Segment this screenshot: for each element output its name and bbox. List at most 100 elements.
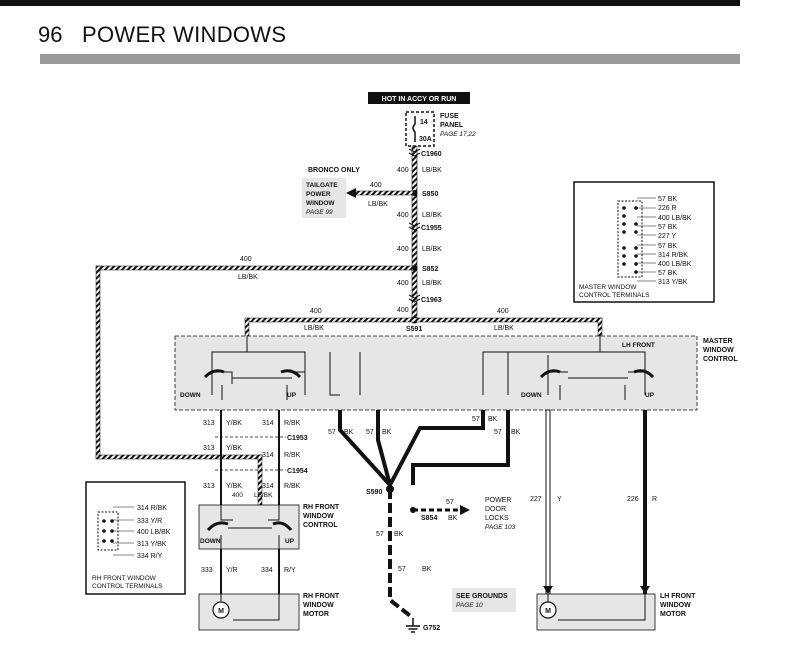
rh-control-switch <box>220 505 280 549</box>
ground-g752-label: G752 <box>423 625 440 632</box>
fuse-panel-label1: FUSE <box>440 113 459 120</box>
rh-motor-l2: WINDOW <box>303 602 334 609</box>
rh-terminal-pin-2: 400 LB/BK <box>137 529 171 536</box>
master-terminal-pin-9: 313 Y/BK <box>658 279 688 286</box>
wire-313-circuit-1: 313 <box>203 420 215 427</box>
rh-feed-color: LB/BK <box>238 274 258 281</box>
rh-feed-drop-circuit: 400 <box>232 492 243 499</box>
feed-circuit-3: 400 <box>397 246 409 253</box>
tailgate-arrow <box>346 188 356 198</box>
feed-color-3: LB/BK <box>422 246 442 253</box>
rh-terminal-pin-1: 333 Y/R <box>137 518 162 525</box>
see-grounds-box <box>452 588 516 612</box>
wire-314-color-1: R/BK <box>284 420 301 427</box>
rh-terminals-caption1: RH FRONT WINDOW <box>92 575 157 582</box>
gnd-circuit-1: 57 <box>328 429 336 436</box>
rh-motor-symbol <box>212 601 230 619</box>
rh-feed-wire-vertical <box>95 265 101 459</box>
rh-terminal-pin-4: 334 R/Y <box>137 553 163 560</box>
wire-314-circuit-3: 314 <box>262 483 274 490</box>
page-number: 96 <box>38 22 63 47</box>
master-terminal-pin-1: 226 R <box>658 205 677 212</box>
rh-control-l3: CONTROL <box>303 522 338 529</box>
wire-227-circuit: 227 <box>530 496 542 503</box>
door-locks-color: BK <box>448 515 458 522</box>
wire-227-arrow <box>543 586 553 594</box>
rh-feed-circuit: 400 <box>240 256 252 263</box>
master-terminal-pin-0: 57 BK <box>658 196 677 203</box>
rh-terminals-pins <box>102 519 114 543</box>
master-lh-up-label: UP <box>645 392 655 399</box>
see-grounds-ref: PAGE 10 <box>456 602 483 609</box>
ground-wire-master-lh-1 <box>388 410 485 486</box>
master-feed-left-circuit: 400 <box>310 308 322 315</box>
gnd-color-4: BK <box>511 429 521 436</box>
ground-wire-master-rh-2 <box>376 410 392 486</box>
master-terminals-leaders <box>637 197 656 282</box>
wire-314-circuit-2: 314 <box>262 452 274 459</box>
feed-wire-main <box>411 145 418 322</box>
tailgate-ref: PAGE 99 <box>306 209 333 216</box>
splice-s590-label: S590 <box>366 489 382 496</box>
connector-c1960 <box>408 148 421 157</box>
master-feed-left-color: LB/BK <box>304 325 324 332</box>
ground-drop-wire <box>388 489 415 620</box>
master-l3: CONTROL <box>703 356 738 363</box>
gnd-circuit-5: 57 <box>376 531 384 538</box>
gnd-color-6: BK <box>422 566 432 573</box>
rh-motor-l3: MOTOR <box>303 611 329 618</box>
master-l2: WINDOW <box>703 347 734 354</box>
feed-circuit-1: 400 <box>397 167 409 174</box>
master-lh-up-arm <box>633 369 655 379</box>
tailgate-color: LB/BK <box>368 201 388 208</box>
connector-c1953-label: C1953 <box>287 435 308 442</box>
title-rule <box>40 54 740 64</box>
splice-s591-label: S591 <box>406 326 422 333</box>
master-feed-left-drop <box>244 317 250 337</box>
feed-color-1: LB/BK <box>422 167 442 174</box>
master-terminal-pin-8: 57 BK <box>658 270 677 277</box>
master-rh-down-arm <box>203 369 225 379</box>
lh-motor-box <box>536 593 656 631</box>
door-locks-l3: LOCKS <box>485 515 509 522</box>
lh-motor-l3: MOTOR <box>660 611 686 618</box>
wire-313-circuit-2: 313 <box>203 445 215 452</box>
splice-s852-label: S852 <box>422 266 438 273</box>
master-terminals-pins <box>622 206 638 274</box>
master-lh-front-label: LH FRONT <box>622 342 655 349</box>
rh-control-down-arm <box>206 521 229 532</box>
splice-s854-label: S854 <box>421 515 437 522</box>
gnd-circuit-2: 57 <box>366 429 374 436</box>
wire-334-circuit: 334 <box>261 567 273 574</box>
connector-c1960-label: C1960 <box>421 151 442 158</box>
connector-c1955-label: C1955 <box>421 225 442 232</box>
feed-circuit-5: 400 <box>397 307 409 314</box>
master-terminals-caption1: MASTER WINDOW <box>579 284 637 291</box>
door-locks-l1: POWER <box>485 497 511 504</box>
master-terminal-pin-7: 400 LB/BK <box>658 261 692 268</box>
fuse-rating: 30A <box>419 136 432 143</box>
connector-c1963 <box>408 294 421 303</box>
page-title: POWER WINDOWS <box>82 22 287 47</box>
gnd-color-3: BK <box>488 416 498 423</box>
connector-c1955 <box>408 222 421 231</box>
gnd-circuit-6: 57 <box>398 566 406 573</box>
wire-314-circuit-1: 314 <box>262 420 274 427</box>
wire-226-color: R <box>652 496 657 503</box>
master-feed-right-circuit: 400 <box>497 308 509 315</box>
wire-313-circuit-3: 313 <box>203 483 215 490</box>
feed-circuit-2: 400 <box>397 212 409 219</box>
gnd-circuit-4: 57 <box>494 429 502 436</box>
rh-control-l1: RH FRONT <box>303 504 340 511</box>
tailgate-l1: TAILGATE <box>306 182 338 189</box>
tailgate-circuit: 400 <box>370 182 382 189</box>
wire-313-color-3: Y/BK <box>226 483 242 490</box>
master-terminals-box <box>573 181 715 303</box>
master-terminal-pin-4: 227 Y <box>658 233 676 240</box>
door-locks-arrow <box>460 505 470 515</box>
see-grounds-label: SEE GROUNDS <box>456 593 508 600</box>
ground-wire-master-lh-2 <box>411 410 510 485</box>
master-terminals-connector <box>617 200 643 278</box>
rh-motor-wiring <box>220 594 280 621</box>
rh-feed-wire-horizontal <box>95 265 414 271</box>
